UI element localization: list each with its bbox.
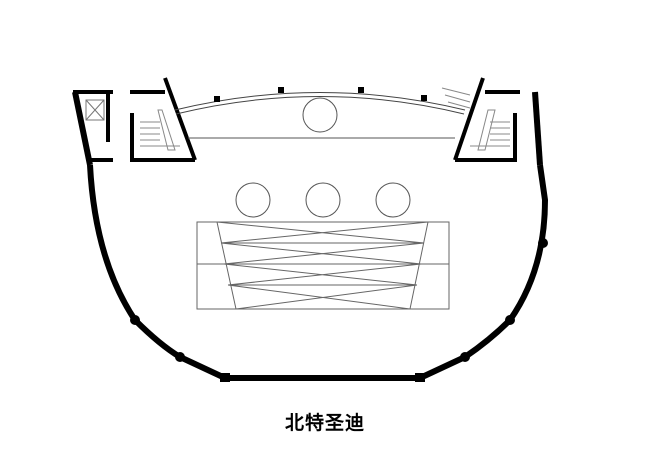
left-wall-upper: [72, 91, 93, 166]
plan-caption: 北特圣迪: [284, 412, 365, 434]
columns: [130, 238, 548, 382]
mullions: [214, 87, 427, 102]
ramp-platform: [196, 221, 450, 310]
left-stair-core: [130, 77, 197, 162]
outer-wall-curve: [87, 164, 548, 381]
left-elevator-room: [73, 90, 113, 162]
curved-glass-wall: [174, 92, 466, 115]
right-stair-core: [441, 77, 520, 162]
right-wall-upper: [532, 91, 543, 166]
outer-wall: [72, 91, 548, 381]
round-tables: [235, 97, 411, 218]
